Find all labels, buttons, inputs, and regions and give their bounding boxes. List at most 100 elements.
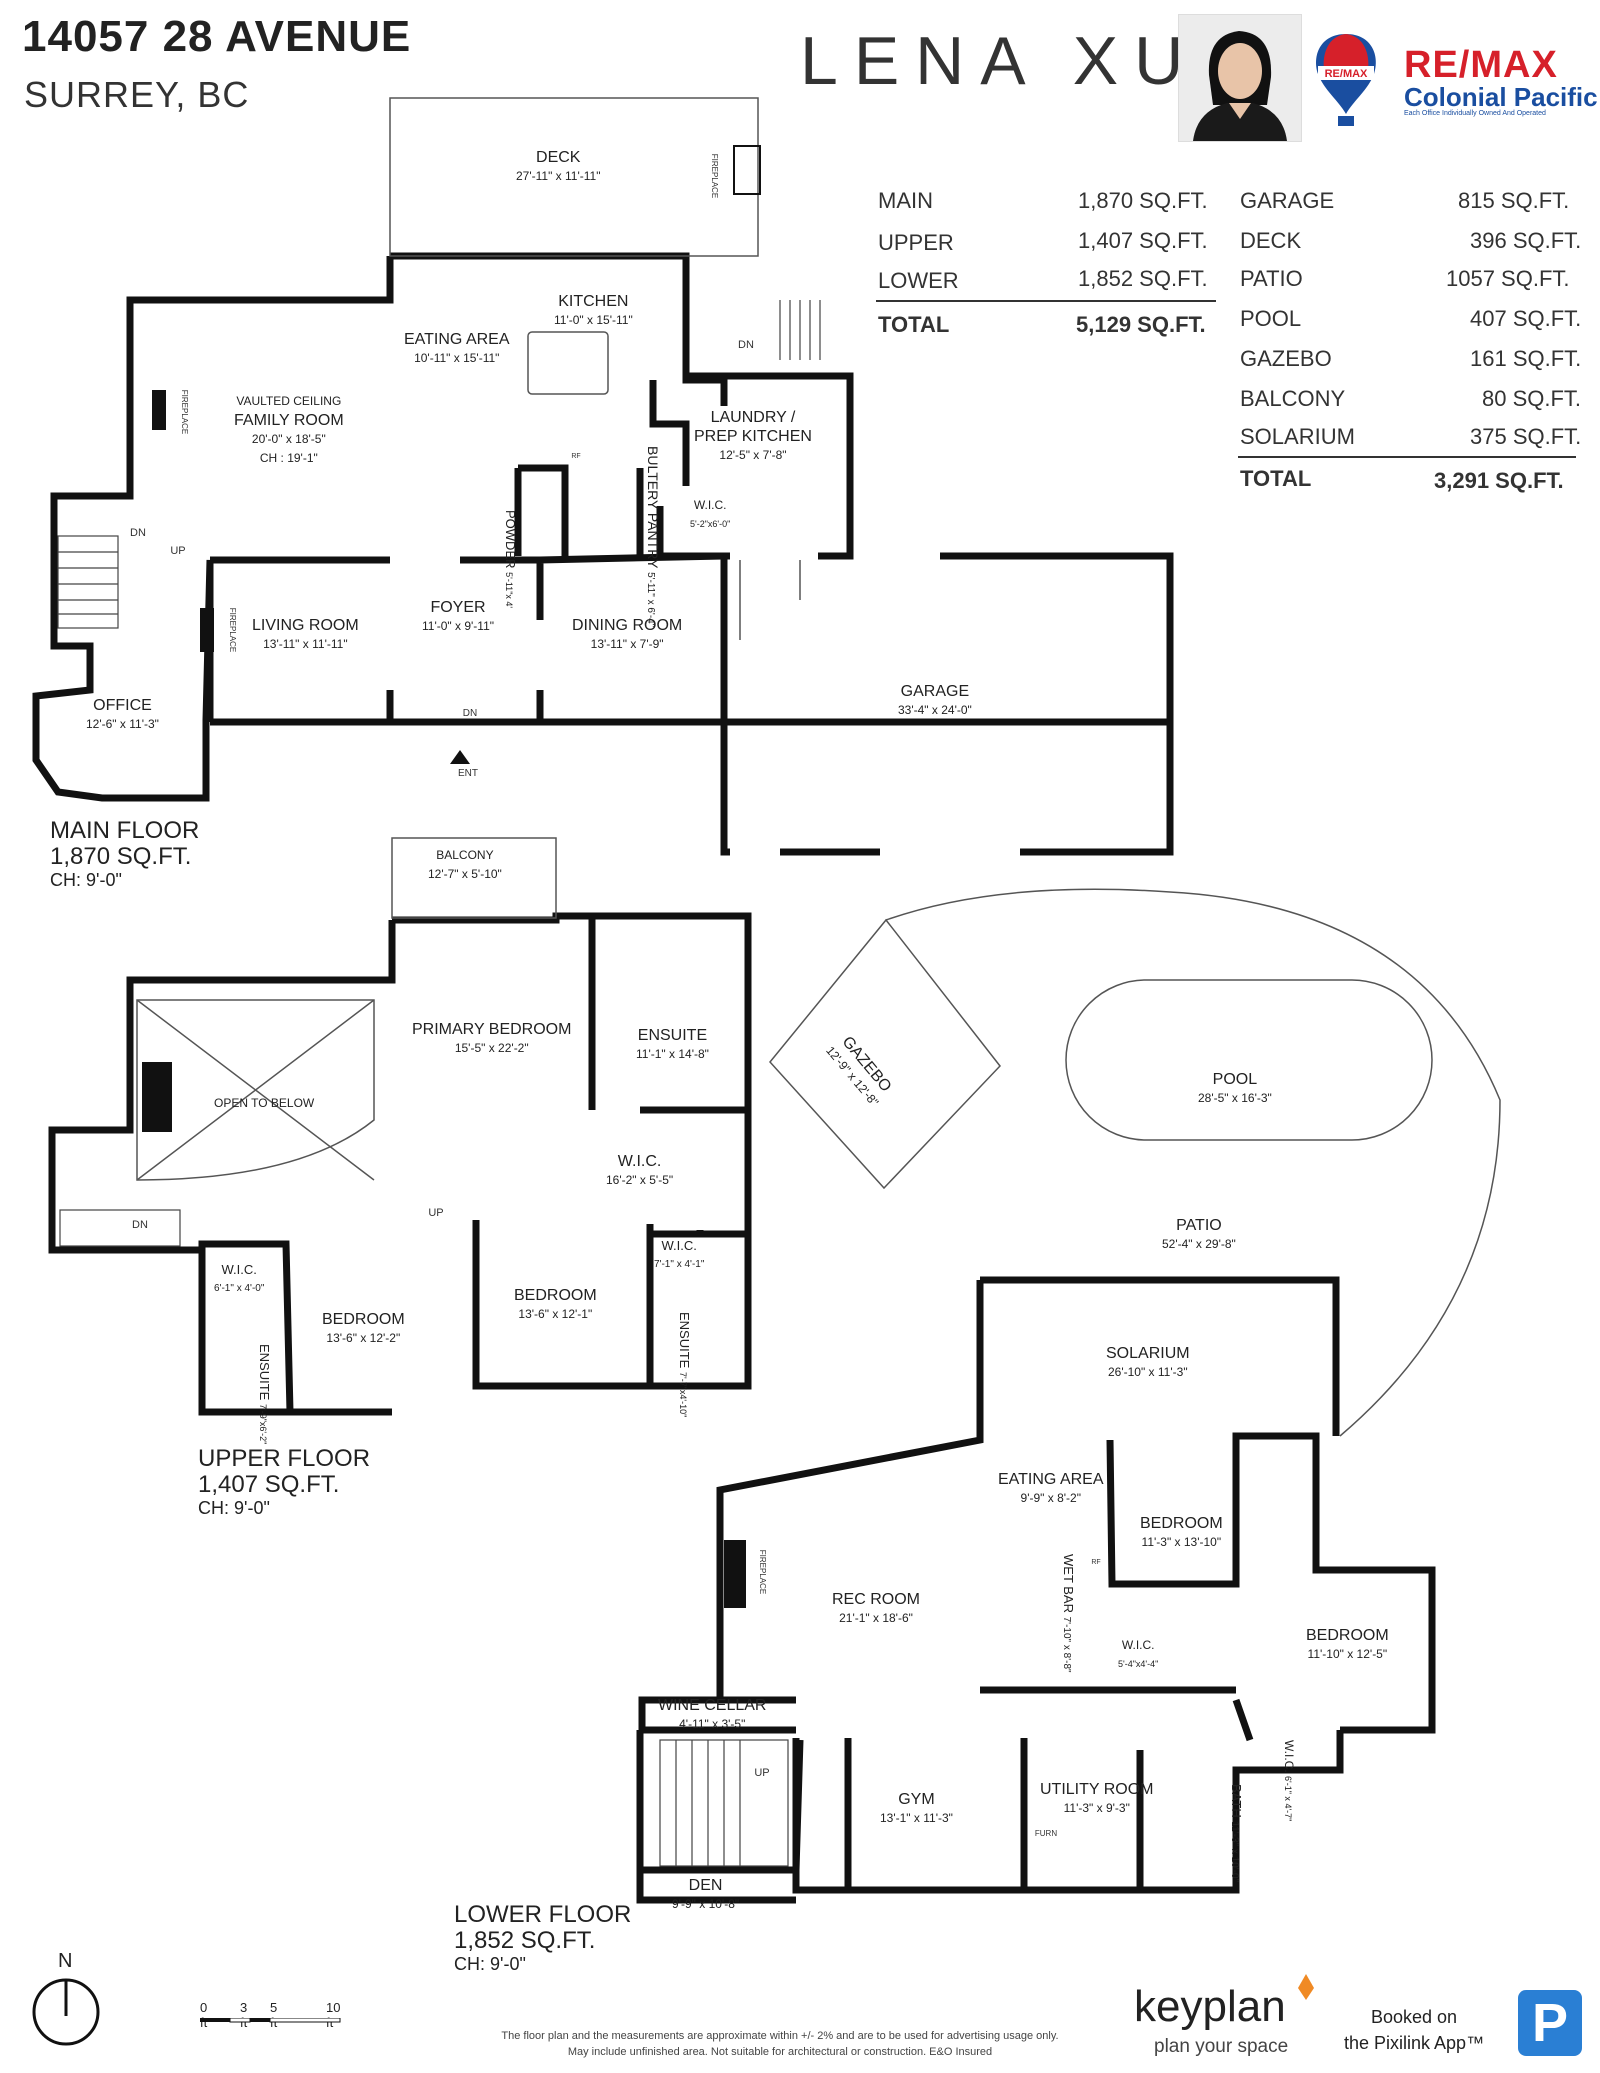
main-dn-label: DN: [130, 527, 146, 539]
summary-main-label: MAIN: [878, 188, 933, 213]
summary-solarium-value: 375 SQ.FT.: [1470, 424, 1582, 449]
room-pool-dim: 28'-5" x 16'-3": [1198, 1091, 1272, 1105]
room-wine-dim: 4'-11" x 3'-5": [679, 1717, 746, 1731]
entry-dn-label: DN: [463, 708, 477, 719]
wall-upper-ensuite2: [650, 1230, 752, 1390]
room-pantry: BULTERY PANTRY 5'-11" x 6'-4": [641, 446, 662, 627]
room-powder-name: POWDER: [503, 510, 518, 569]
booked-line1: Booked on: [1371, 2007, 1458, 2027]
room-wic-up1: W.I.C. 6'-1" x 4'-0": [214, 1260, 264, 1298]
room-bed-low2-name: BEDROOM: [1306, 1627, 1389, 1644]
pixilink-booked: Booked on the Pixilink App™: [1344, 2004, 1484, 2056]
lower-floor-ch: CH: 9'-0": [454, 1954, 526, 1974]
summary-deck-value: 396 SQ.FT.: [1470, 228, 1582, 253]
wall-garage: [720, 552, 1174, 856]
wall-lower-solarium: [980, 1276, 1340, 1436]
room-balcony-dim: 12'-7" x 5'-10": [428, 867, 502, 881]
wall-upper-primary: [392, 912, 752, 1238]
patio-outline: [885, 888, 1501, 1437]
summary-patio-value: 1057 SQ.FT.: [1446, 266, 1570, 291]
wall-upper-ensuite1: [198, 1250, 290, 1416]
room-eating-main-name: EATING AREA: [404, 331, 510, 348]
summary-upper-label: UPPER: [878, 230, 954, 255]
room-bed-up2-dim: 13'-6" x 12'-1": [518, 1307, 593, 1321]
summary-extras-rule: [1238, 456, 1576, 458]
room-solarium-dim: 26'-10" x 11'-3": [1107, 1365, 1188, 1379]
room-pool: POOL 28'-5" x 16'-3": [1198, 1070, 1272, 1108]
wall-main-laundry: [686, 372, 854, 560]
room-gym-dim: 13'-1" x 11'-3": [880, 1811, 953, 1825]
address-line2: SURREY, BC: [24, 74, 250, 115]
room-wic-low1-dim: 5'-4"x4'-4": [1118, 1659, 1159, 1669]
wall-lower-stair: [636, 1730, 804, 1904]
room-bed-up2-name: BEDROOM: [514, 1287, 597, 1304]
wall-foyer: [386, 690, 544, 722]
room-pantry-name: BULTERY PANTRY: [645, 446, 661, 569]
compass-icon: [32, 1978, 100, 2046]
room-pool-name: POOL: [1212, 1071, 1258, 1088]
room-ensuite-up2-name: ENSUITE: [677, 1312, 692, 1369]
room-wic-up2-dim: 7'-1" x 4'-1": [654, 1259, 705, 1270]
upper-floor-title: UPPER FLOOR: [198, 1445, 371, 1472]
room-powder: POWDER 5'-11"x 4': [499, 510, 520, 608]
lower-floor-area: 1,852 SQ.FT.: [454, 1927, 596, 1954]
wall-upper-west: [48, 920, 396, 1416]
room-wic-up2-name: W.I.C.: [661, 1238, 697, 1253]
booked-line2: the Pixilink App™: [1344, 2033, 1485, 2053]
summary-garage-label: GARAGE: [1240, 188, 1335, 213]
fireplace-rec-label: FIREPLACE: [758, 1550, 767, 1594]
room-family-note: VAULTED CEILING: [236, 394, 342, 408]
room-patio-dim: 52'-4" x 29'-8": [1162, 1237, 1236, 1251]
room-wetbar: WET BAR 7'-10" x 8'-8": [1057, 1554, 1078, 1673]
kitchen-island: [527, 331, 609, 395]
lower-floor-caption: LOWER FLOOR 1,852 SQ.FT. CH: 9'-0": [454, 1902, 631, 1975]
main-floor-ch: CH: 9'-0": [50, 870, 122, 890]
wall-powder: [514, 464, 644, 560]
room-bed-low1-name: BEDROOM: [1140, 1515, 1223, 1532]
room-solarium-name: SOLARIUM: [1106, 1345, 1190, 1362]
entry-label: ENT: [458, 768, 478, 779]
main-floor-area: 1,870 SQ.FT.: [50, 843, 192, 870]
furnace-label: FURN: [1035, 1829, 1057, 1838]
summary-extras-total-label: TOTAL: [1240, 466, 1312, 491]
wall-main-laundry-w: [649, 380, 690, 486]
disclaimer-line1: The floor plan and the measurements are …: [501, 2030, 1059, 2042]
agent-photo: [1178, 14, 1302, 142]
room-ensuite-primary-name: ENSUITE: [637, 1027, 708, 1044]
keyplan-tagline: plan your space: [1154, 2036, 1289, 2057]
open-below-outline: [136, 999, 375, 1181]
room-ensuite-up1: ENSUITE 7'-9"x6'-2": [253, 1344, 274, 1444]
room-dining-name: DINING ROOM: [572, 617, 683, 634]
upper-floor-area: 1,407 SQ.FT.: [198, 1471, 340, 1498]
summary-deck-label: DECK: [1240, 228, 1302, 253]
room-family-ch: CH : 19'-1": [259, 451, 318, 465]
room-wetbar-name: WET BAR: [1061, 1554, 1076, 1613]
room-balcony-name: BALCONY: [436, 848, 494, 862]
lower-floor-title: LOWER FLOOR: [454, 1901, 632, 1928]
fireplace-rec-icon: [724, 1540, 746, 1608]
room-wic-low2-dim: 6'-1" x 4'-7": [1283, 1776, 1293, 1822]
deck-stair: [779, 300, 821, 360]
room-wic-up1-dim: 6'-1" x 4'-0": [214, 1283, 265, 1294]
fireplace-upper-icon: [142, 1062, 172, 1132]
room-deck-dim: 27'-11" x 11'-11": [516, 169, 601, 183]
summary-floors-total-value: 5,129 SQ.FT.: [1076, 312, 1206, 337]
main-up-label: UP: [170, 545, 185, 557]
room-wic-up1-name: W.I.C.: [221, 1262, 257, 1277]
room-utility-name: UTILITY ROOM: [1040, 1781, 1154, 1798]
room-office-name: OFFICE: [93, 697, 152, 714]
north-label: N: [58, 1950, 73, 1972]
scale-label-0: 0 ft: [200, 2000, 208, 2030]
room-open-below: OPEN TO BELOW: [214, 1094, 314, 1113]
room-eating-lower-dim: 9'-9" x 8'-2": [1020, 1491, 1081, 1505]
room-wetbar-dim: 7'-10" x 8'-8": [1061, 1616, 1072, 1673]
wall-lower-partitions: [844, 1738, 1144, 1890]
